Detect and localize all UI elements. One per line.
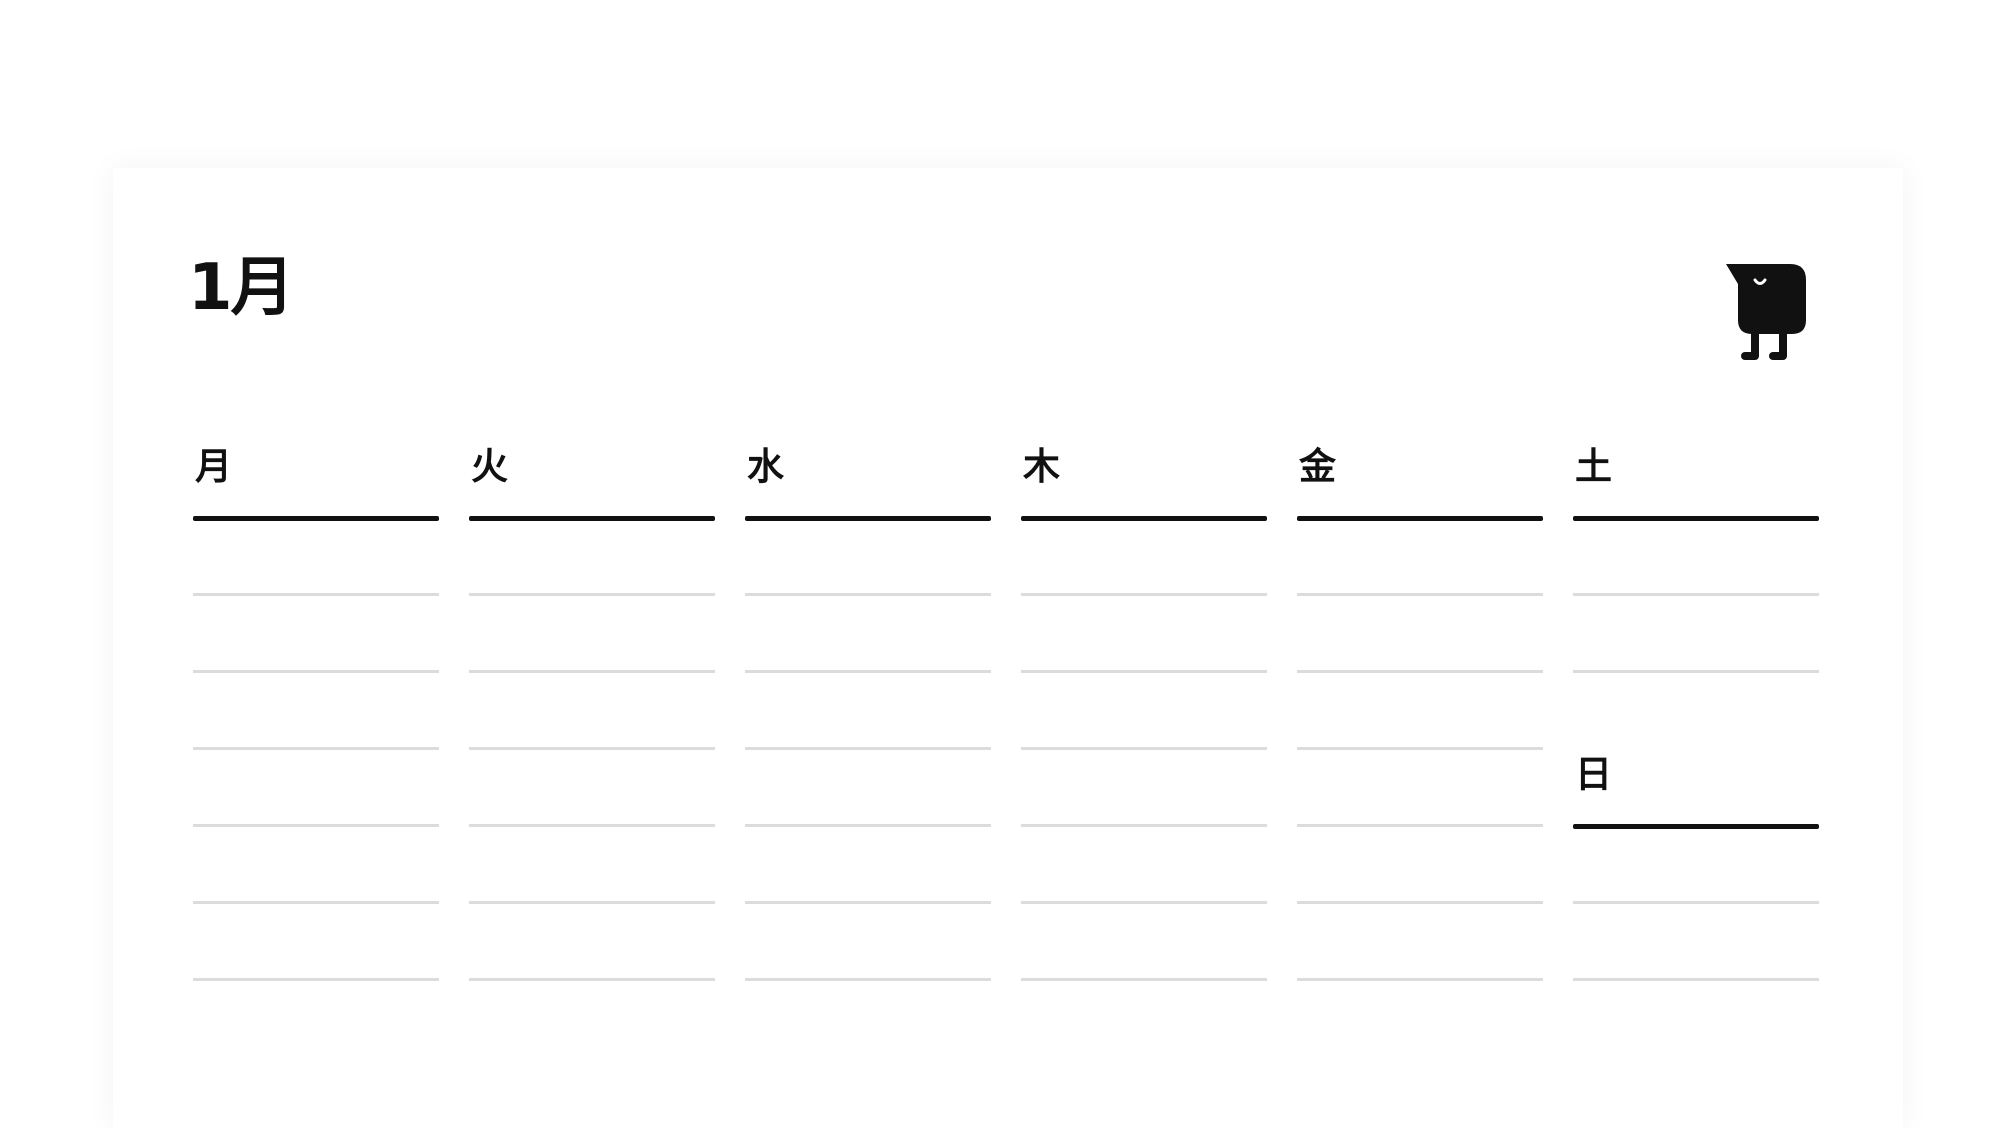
row-line — [193, 901, 439, 904]
header-rule — [469, 516, 715, 521]
row-line — [469, 593, 715, 596]
header-rule — [1021, 516, 1267, 521]
row-line — [1021, 670, 1267, 673]
row-line — [1297, 670, 1543, 673]
row-line — [193, 824, 439, 827]
row-line — [1021, 901, 1267, 904]
row-line — [745, 593, 991, 596]
row-line — [1297, 824, 1543, 827]
row-line — [193, 670, 439, 673]
row-line — [1021, 978, 1267, 981]
row-line — [1021, 593, 1267, 596]
row-line — [1297, 593, 1543, 596]
calendar-sheet: 1月 月 火 水 — [113, 168, 1903, 1128]
row-line — [1573, 901, 1819, 904]
row-line — [1573, 593, 1819, 596]
day-label-thursday: 木 — [1023, 445, 1060, 488]
month-title: 1月 — [188, 251, 295, 325]
header-rule — [193, 516, 439, 521]
row-line — [745, 901, 991, 904]
row-line — [1021, 747, 1267, 750]
day-label-saturday: 土 — [1575, 445, 1612, 488]
row-line — [469, 901, 715, 904]
row-line — [1573, 670, 1819, 673]
row-line — [745, 978, 991, 981]
row-line — [469, 824, 715, 827]
header-rule — [1297, 516, 1543, 521]
row-line — [1297, 901, 1543, 904]
row-line — [1573, 978, 1819, 981]
row-line — [469, 978, 715, 981]
day-label-tuesday: 火 — [471, 445, 508, 488]
row-line — [745, 747, 991, 750]
row-line — [193, 978, 439, 981]
row-line — [745, 824, 991, 827]
day-label-monday: 月 — [195, 445, 232, 488]
day-label-sunday: 日 — [1575, 753, 1612, 796]
row-line — [469, 670, 715, 673]
row-line — [745, 670, 991, 673]
header-rule — [1573, 516, 1819, 521]
row-line — [193, 747, 439, 750]
black-bird-mascot-icon — [1726, 264, 1806, 360]
header-rule — [1573, 824, 1819, 829]
header-rule — [745, 516, 991, 521]
row-line — [1021, 824, 1267, 827]
day-label-wednesday: 水 — [747, 445, 784, 488]
row-line — [1297, 747, 1543, 750]
row-line — [469, 747, 715, 750]
row-line — [193, 593, 439, 596]
row-line — [1297, 978, 1543, 981]
day-label-friday: 金 — [1299, 445, 1336, 488]
